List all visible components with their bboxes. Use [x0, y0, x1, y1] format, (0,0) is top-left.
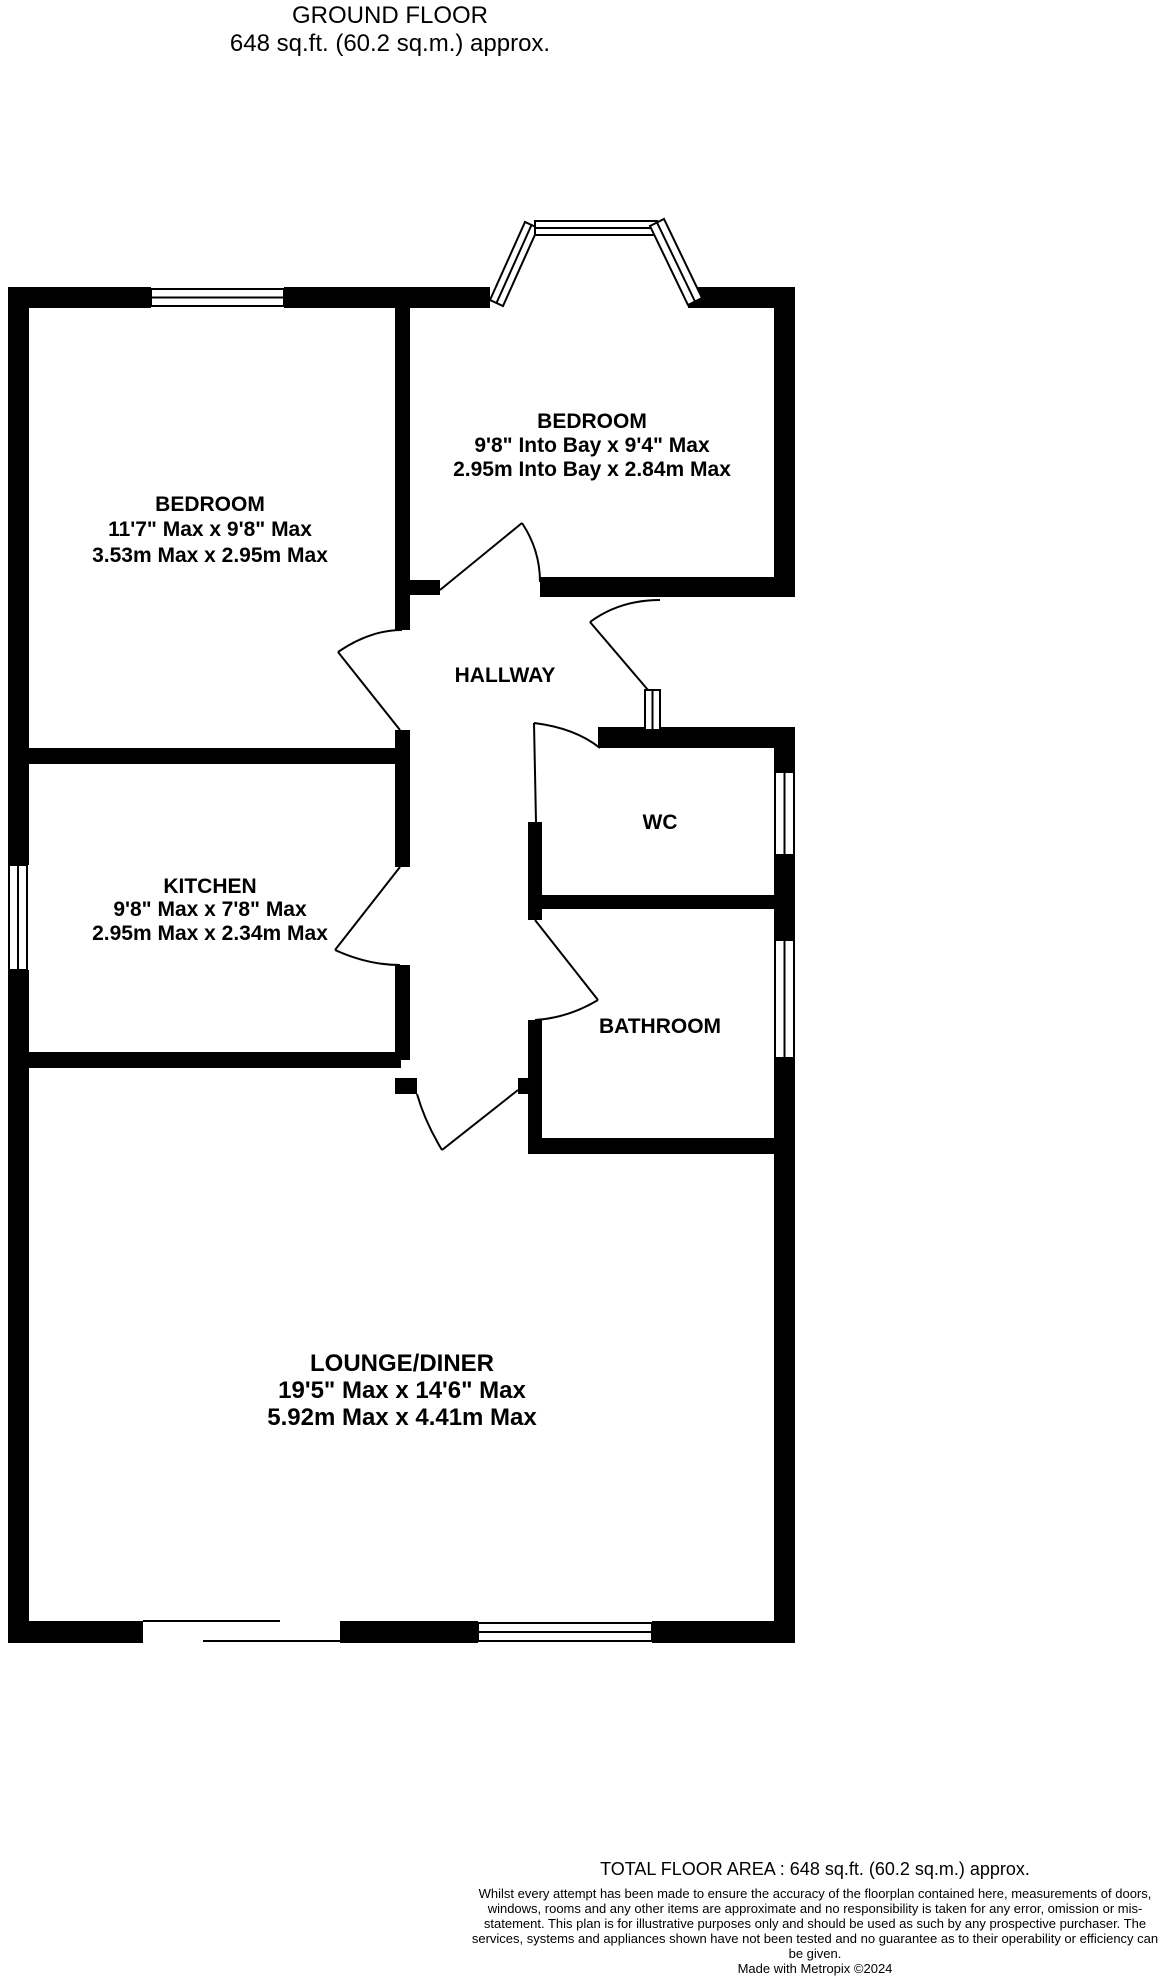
- wall-bath-bottom: [528, 1138, 795, 1154]
- wall-wc-top: [598, 727, 795, 748]
- wall-hall-left-upper: [395, 308, 410, 630]
- room-label-bathroom: BATHROOM: [599, 1015, 721, 1038]
- wall-bath-stub: [518, 1078, 542, 1094]
- room-label-bedroom-left: BEDROOM: [155, 493, 265, 516]
- wall-top-right: [688, 287, 795, 308]
- room-labels: BEDROOM 9'8" Into Bay x 9'4" Max 2.95m I…: [92, 410, 731, 1431]
- credit-text: Made with Metropix ©2024: [737, 1961, 893, 1976]
- bay-window: [488, 217, 704, 308]
- walls: [8, 287, 795, 1643]
- windows: [8, 288, 795, 1642]
- wall-bottom-left: [8, 1621, 143, 1643]
- door-bathroom: [534, 919, 599, 1001]
- patio-doors: [143, 1620, 340, 1642]
- wall-wc-left: [528, 822, 542, 920]
- room-label-kitchen: KITCHEN: [163, 875, 256, 898]
- wall-left-lower: [8, 970, 29, 1643]
- wall-right-wc: [774, 727, 795, 772]
- plan-header: GROUND FLOOR 648 sq.ft. (60.2 sq.m.) app…: [180, 2, 600, 58]
- room-dims-kitchen-metric: 2.95m Max x 2.34m Max: [92, 922, 328, 945]
- wall-bedroom-right-bottom: [540, 580, 645, 593]
- door-wc: [533, 722, 537, 823]
- wall-right-mid: [774, 855, 795, 940]
- room-dims-kitchen-imperial: 9'8" Max x 7'8" Max: [113, 898, 307, 921]
- room-dims-bedroom-left-metric: 3.53m Max x 2.95m Max: [92, 544, 328, 567]
- floor-area: 648 sq.ft. (60.2 sq.m.) approx.: [229, 30, 551, 57]
- wall-kitchen-bottom: [29, 1052, 401, 1068]
- wall-left-upper: [8, 287, 29, 865]
- room-label-hallway: HALLWAY: [455, 664, 556, 687]
- wall-kitchen-top: [29, 748, 401, 764]
- total-floor-area: TOTAL FLOOR AREA : 648 sq.ft. (60.2 sq.m…: [600, 1859, 1030, 1879]
- door-hallway-side: [589, 621, 649, 691]
- wall-hall-stub-lower: [395, 1078, 417, 1094]
- door-kitchen: [334, 866, 401, 951]
- room-dims-bedroom-left-imperial: 11'7" Max x 9'8" Max: [108, 518, 312, 541]
- wall-hall-left-lower: [395, 965, 410, 1060]
- door-bedroom-left: [337, 651, 401, 731]
- wall-right-lower: [774, 1058, 795, 1643]
- wall-wc-stub: [598, 730, 646, 746]
- room-dims-lounge-metric: 5.92m Max x 4.41m Max: [267, 1404, 537, 1431]
- door-bedroom-right: [439, 522, 523, 591]
- wall-bottom-right: [652, 1621, 795, 1643]
- floor-name: GROUND FLOOR: [291, 2, 488, 29]
- room-dims-bedroom-right-imperial: 9'8" Into Bay x 9'4" Max: [474, 434, 710, 457]
- wall-wc-bottom: [542, 895, 782, 909]
- wall-top-left: [8, 287, 151, 308]
- room-label-lounge: LOUNGE/DINER: [310, 1350, 494, 1377]
- room-label-bedroom-right: BEDROOM: [537, 410, 647, 433]
- plan-footer: TOTAL FLOOR AREA : 648 sq.ft. (60.2 sq.m…: [470, 1858, 1160, 1976]
- room-dims-bedroom-right-metric: 2.95m Into Bay x 2.84m Max: [453, 458, 731, 481]
- room-label-wc: WC: [643, 811, 678, 834]
- wall-hall-left-mid: [395, 730, 410, 867]
- disclaimer-text: Whilst every attempt has been made to en…: [471, 1886, 1159, 1961]
- wall-top-mid: [284, 287, 490, 308]
- wall-bedroom-stub: [395, 580, 440, 595]
- wall-right-top: [774, 287, 795, 597]
- room-dims-lounge-imperial: 19'5" Max x 14'6" Max: [278, 1377, 526, 1404]
- wall-bottom-mid: [340, 1621, 478, 1643]
- door-lounge: [441, 1089, 519, 1151]
- doors: [334, 522, 661, 1151]
